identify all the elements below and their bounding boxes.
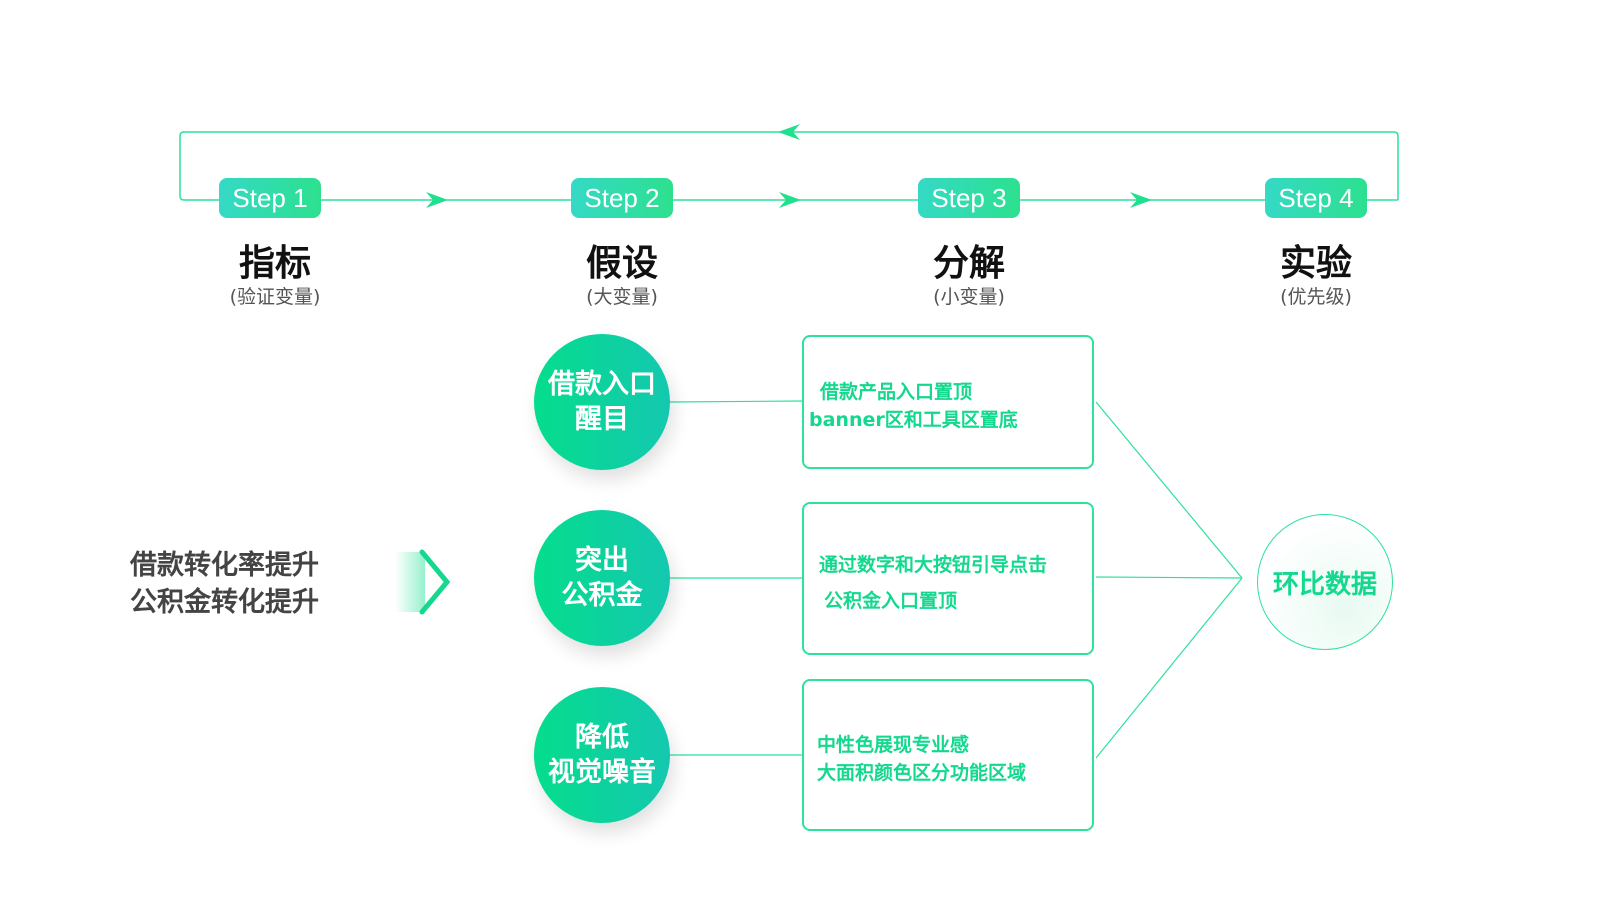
step-2-subtitle: (大变量) xyxy=(586,286,658,308)
feedback-loop-line xyxy=(179,131,1399,201)
arrow-right-icon xyxy=(779,192,801,208)
hypothesis-circle-3: 降低 视觉噪音 xyxy=(534,687,670,823)
chevron-fade xyxy=(395,552,425,612)
breakdown-text: 通过数字和大按钮引导点击 xyxy=(819,554,1048,576)
hypothesis-label: 借款入口 xyxy=(548,369,656,400)
hypothesis-circle-2: 突出 公积金 xyxy=(534,510,670,646)
hypothesis-label: 降低 xyxy=(575,722,629,753)
arrow-right-icon xyxy=(426,192,448,208)
step-4-subtitle: (优先级) xyxy=(1280,286,1352,308)
step-2-title: 假设 xyxy=(585,243,658,284)
hypothesis-label: 视觉噪音 xyxy=(548,757,656,788)
arrow-right-icon xyxy=(1130,192,1152,208)
hypothesis-label: 醒目 xyxy=(575,404,629,435)
step-1-title: 指标 xyxy=(238,243,311,284)
breakdown-text: 借款产品入口置顶 xyxy=(820,381,973,403)
step-4-title: 实验 xyxy=(1279,243,1352,284)
hypothesis-circle-1: 借款入口 醒目 xyxy=(534,334,670,470)
step-3-title: 分解 xyxy=(932,243,1005,284)
step-1-subtitle: (验证变量) xyxy=(229,286,321,308)
breakdown-box-2: 通过数字和大按钮引导点击 公积金入口置顶 xyxy=(802,502,1094,655)
result-label: 环比数据 xyxy=(1272,569,1377,600)
step-4-badge: Step 4 xyxy=(1265,178,1367,218)
breakdown-box-1: 借款产品入口置顶 banner区和工具区置底 xyxy=(802,335,1094,469)
breakdown-text: 大面积颜色区分功能区域 xyxy=(817,762,1027,784)
breakdown-text: banner区和工具区置底 xyxy=(809,409,1018,431)
step-1-badge: Step 1 xyxy=(219,178,321,218)
metric-line-1: 借款转化率提升 xyxy=(130,550,319,581)
breakdown-text: 公积金入口置顶 xyxy=(824,590,958,612)
step-3-badge: Step 3 xyxy=(918,178,1020,218)
breakdown-text: 中性色展现专业感 xyxy=(817,734,970,756)
metric-line-2: 公积金转化提升 xyxy=(130,587,319,618)
arrow-left-icon xyxy=(778,124,800,140)
step-2-badge: Step 2 xyxy=(571,178,673,218)
hypothesis-label: 公积金 xyxy=(561,580,643,611)
hypothesis-label: 突出 xyxy=(575,545,629,576)
step-3-subtitle: (小变量) xyxy=(933,286,1005,308)
result-circle: 环比数据 xyxy=(1257,514,1393,650)
chevron-right-icon xyxy=(419,549,451,615)
breakdown-box-3: 中性色展现专业感 大面积颜色区分功能区域 xyxy=(802,679,1094,831)
